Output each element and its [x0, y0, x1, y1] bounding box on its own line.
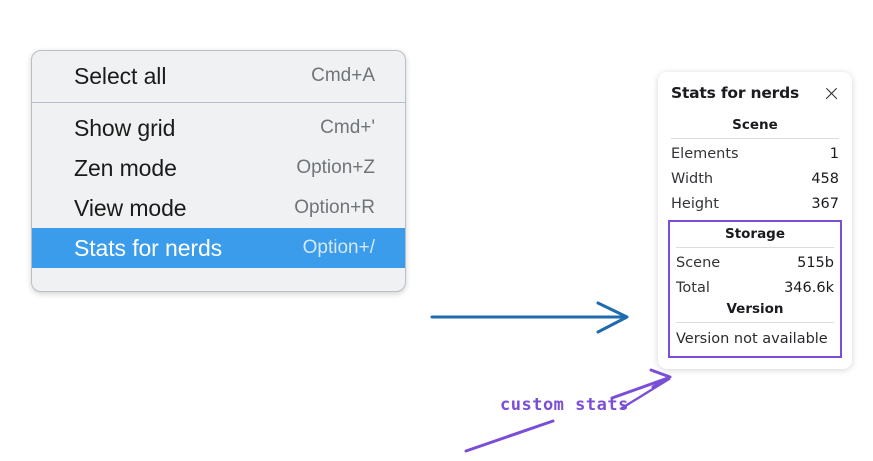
close-icon[interactable]: [823, 85, 840, 102]
menu-item-select-all[interactable]: Select all Cmd+A: [32, 56, 405, 96]
storage-section: Storage Scene 515b Total 346.6k: [674, 225, 836, 300]
purple-arrow-lower: [464, 419, 555, 453]
menu-item-zen-mode[interactable]: Zen mode Option+Z: [32, 148, 405, 188]
table-row: Height 367: [671, 191, 839, 216]
stat-key: Scene: [676, 254, 721, 271]
menu-item-show-grid[interactable]: Show grid Cmd+': [32, 108, 405, 148]
stat-value: 515b: [797, 254, 834, 271]
menu-item-label: Select all: [74, 62, 167, 89]
stat-key: Elements: [671, 145, 739, 162]
stats-for-nerds-panel: Stats for nerds Scene Elements 1 Width 4…: [658, 72, 852, 369]
divider: [676, 247, 834, 248]
menu-item-shortcut: Cmd+': [320, 117, 375, 138]
table-row: Elements 1: [671, 141, 839, 166]
stats-panel-header: Stats for nerds: [668, 84, 842, 102]
scene-section: Scene Elements 1 Width 458 Height 367: [668, 116, 842, 216]
menu-item-label: Zen mode: [74, 154, 177, 181]
table-row: Total 346.6k: [676, 275, 834, 300]
menu-item-stats-for-nerds[interactable]: Stats for nerds Option+/: [32, 228, 405, 268]
stat-key: Total: [676, 279, 710, 296]
custom-stats-highlight-box: Storage Scene 515b Total 346.6k Version …: [668, 220, 842, 358]
menu-item-shortcut: Option+R: [294, 197, 375, 218]
menu-group-1: Select all Cmd+A: [32, 56, 405, 96]
menu-item-shortcut: Option+/: [302, 237, 375, 258]
page-title: Stats for nerds: [671, 84, 800, 102]
menu-item-view-mode[interactable]: View mode Option+R: [32, 188, 405, 228]
stat-value: 367: [811, 195, 839, 212]
version-section-heading: Version: [726, 301, 784, 317]
divider: [676, 322, 834, 323]
table-row: Scene 515b: [676, 250, 834, 275]
stat-value: 458: [811, 170, 839, 187]
storage-section-heading: Storage: [724, 226, 786, 242]
scene-section-heading: Scene: [732, 117, 778, 133]
menu-item-label: Show grid: [74, 114, 176, 141]
blue-arrow: [430, 301, 629, 334]
context-menu[interactable]: Select all Cmd+A Show grid Cmd+' Zen mod…: [31, 50, 406, 292]
menu-item-label: Stats for nerds: [74, 234, 223, 261]
menu-item-shortcut: Cmd+A: [311, 65, 375, 86]
menu-group-2: Show grid Cmd+' Zen mode Option+Z View m…: [32, 108, 405, 268]
menu-item-shortcut: Option+Z: [296, 157, 375, 178]
stat-value: 346.6k: [784, 279, 834, 296]
menu-separator: [32, 102, 405, 103]
version-text: Version not available: [676, 330, 828, 347]
version-section: Version Version not available: [674, 300, 836, 352]
stat-value: 1: [829, 145, 839, 162]
annotation-label: custom stats: [500, 395, 629, 415]
stat-key: Height: [671, 195, 719, 212]
table-row: Width 458: [671, 166, 839, 191]
divider: [671, 138, 839, 139]
menu-item-label: View mode: [74, 194, 187, 221]
stat-key: Width: [671, 170, 714, 187]
